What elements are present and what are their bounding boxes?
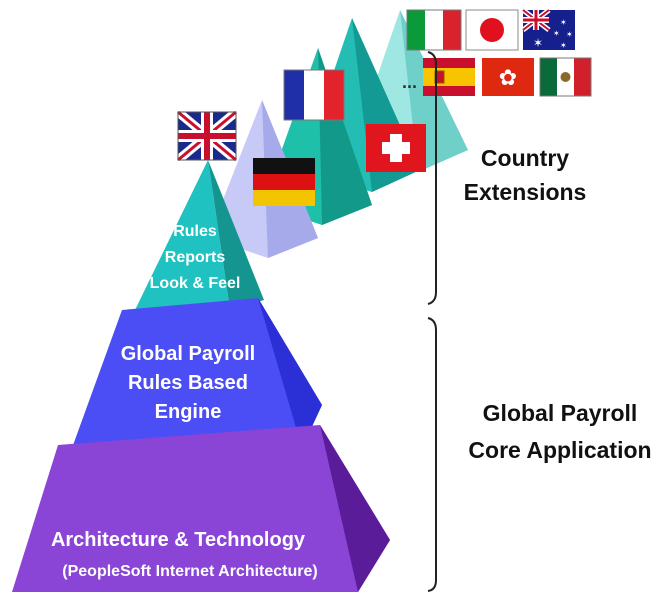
core-application-line-2: Core Application [468, 437, 651, 463]
hong-kong-flag: ✿ [482, 58, 534, 96]
japan-flag [465, 9, 519, 51]
middle-tier [72, 298, 322, 448]
uk-flag [175, 108, 239, 164]
top-tier [135, 160, 264, 310]
base-tier-label: Architecture & Technology (PeopleSoft In… [51, 529, 318, 580]
base-tier-line-2: (PeopleSoft Internet Architecture) [62, 563, 317, 580]
middle-tier-label: Global Payroll Rules Based Engine [121, 343, 255, 423]
germany-flag [253, 158, 315, 206]
top-tier-line-2: Reports [165, 249, 226, 266]
top-tier-line-1: Rules [173, 223, 217, 240]
svg-text:✶: ✶ [533, 36, 543, 50]
switzerland-flag [366, 124, 426, 172]
base-tier-line-1: Architecture & Technology [51, 529, 306, 551]
svg-text:✶: ✶ [553, 29, 560, 38]
australia-flag: ✶ ✶ ✶ ✶ ✶ [521, 8, 575, 50]
core-application-line-1: Global Payroll [483, 400, 638, 426]
italy-flag [406, 9, 462, 51]
country-extensions-label: Country Extensions [464, 145, 587, 205]
top-tier-line-3: Look & Feel [150, 275, 241, 292]
svg-text:✶: ✶ [560, 41, 567, 50]
svg-text:✿: ✿ [499, 66, 517, 91]
svg-text:✶: ✶ [560, 18, 567, 27]
country-extensions-line-1: Country [481, 145, 569, 171]
mexico-flag [539, 57, 592, 97]
middle-tier-line-3: Engine [155, 401, 222, 423]
ellipsis-text: ... [402, 72, 417, 92]
france-flag [283, 69, 345, 121]
middle-tier-line-2: Rules Based [128, 372, 248, 394]
base-tier [12, 425, 390, 592]
core-application-label: Global Payroll Core Application [468, 400, 651, 463]
core-application-bracket [427, 317, 437, 592]
svg-text:✶: ✶ [566, 30, 573, 39]
middle-tier-line-1: Global Payroll [121, 343, 255, 365]
country-extensions-bracket [427, 51, 437, 305]
spain-flag [423, 58, 475, 96]
country-extensions-line-2: Extensions [464, 179, 587, 205]
top-tier-label: Rules Reports Look & Feel [150, 223, 241, 292]
